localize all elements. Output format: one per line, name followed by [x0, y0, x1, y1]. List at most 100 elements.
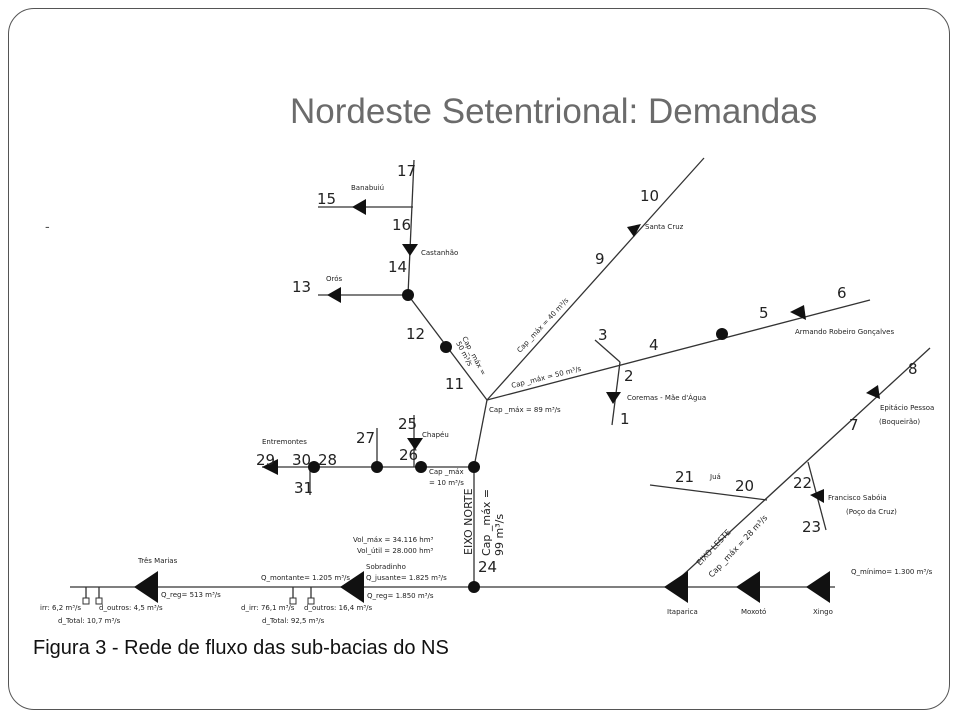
- reservoir-xingo-icon: [806, 571, 830, 603]
- reservoir-armando-icon: [790, 305, 806, 320]
- reservoir-castanhao-icon: [402, 244, 418, 256]
- reservoir-oros-icon: [327, 287, 341, 303]
- q-jusante: Q_jusante= 1.825 m³/s: [366, 574, 447, 582]
- node-11: 11: [445, 375, 464, 393]
- caption-text: - Rede de fluxo das sub-bacias do NS: [106, 637, 449, 659]
- node-4: 4: [649, 336, 659, 354]
- reservoir-santa-cruz-icon: [627, 224, 641, 237]
- junction-dot-30: [308, 461, 320, 473]
- node-15: 15: [317, 190, 336, 208]
- branch-3-line: [594, 339, 621, 363]
- label-xingo: Xingo: [813, 608, 833, 616]
- node-27: 27: [356, 429, 375, 447]
- label-francisco: Francisco Sabóia: [828, 494, 887, 502]
- reservoir-coremas-icon: [606, 392, 621, 404]
- node-24: 24: [478, 558, 497, 576]
- label-oros: Orós: [326, 275, 343, 283]
- reservoir-tres-marias-icon: [134, 571, 158, 603]
- reservoir-chapeu-icon: [407, 438, 423, 450]
- eixo-leste-line: [669, 347, 931, 588]
- node-22: 22: [793, 474, 812, 492]
- reservoir-sobradinho-icon: [340, 571, 364, 603]
- branch-14-17-line: [407, 159, 415, 296]
- reservoir-itaparica-icon: [664, 571, 688, 603]
- junction-dot-26: [415, 461, 427, 473]
- demand-box-b1: [289, 597, 297, 605]
- node-31: 31: [294, 479, 313, 497]
- label-tres-marias: Três Marias: [137, 557, 178, 565]
- slide-title: Nordeste Setentrional: Demandas: [290, 92, 818, 131]
- branch-9-10-line: [486, 157, 705, 401]
- q-minimo: Q_mínimo= 1.300 m³/s: [851, 568, 933, 576]
- node-5: 5: [759, 304, 769, 322]
- demand-total-a: d_Total: 10,7 m³/s: [58, 617, 121, 625]
- reservoir-francisco-icon: [810, 489, 824, 503]
- node-3: 3: [598, 326, 608, 344]
- label-epitacio: Epitácio Pessoa: [880, 404, 934, 412]
- label-banabuiu: Banabuiú: [351, 184, 384, 192]
- demand-outros-a: d_outros: 4,5 m³/s: [99, 604, 163, 612]
- demand-irr-a: irr: 6,2 m³/s: [40, 604, 81, 612]
- cap-89: Cap _máx = 89 m³/s: [489, 406, 561, 414]
- junction-dot-4: [716, 328, 728, 340]
- node-13: 13: [292, 278, 311, 296]
- label-castanhao: Castanhão: [421, 249, 458, 257]
- node-7: 7: [849, 416, 859, 434]
- node-25: 25: [398, 415, 417, 433]
- demand-box-b2: [307, 597, 315, 605]
- q-reg-tres-marias: Q_reg= 513 m³/s: [161, 591, 221, 599]
- slide-frame: [8, 8, 950, 710]
- label-itaparica: Itaparica: [667, 608, 698, 616]
- eixo-norte-upper: [473, 399, 488, 468]
- node-16: 16: [392, 216, 411, 234]
- reservoir-moxoto-icon: [736, 571, 760, 603]
- label-poco: (Poço da Cruz): [846, 508, 897, 516]
- cap-10-line1: Cap _máx: [429, 468, 464, 476]
- reservoir-entremontes-icon: [262, 459, 278, 475]
- junction-dot-12: [440, 341, 452, 353]
- cap-10-line2: = 10 m³/s: [429, 479, 464, 487]
- demand-irr-b: d_irr: 76,1 m³/s: [241, 604, 295, 612]
- branch-4-6-line: [486, 299, 871, 401]
- node-21: 21: [675, 468, 694, 486]
- label-moxoto: Moxotó: [741, 608, 766, 616]
- node-28: 28: [318, 451, 337, 469]
- node-30: 30: [292, 451, 311, 469]
- node-20: 20: [735, 477, 754, 495]
- branch-20-21-line: [649, 484, 768, 501]
- demand-outros-b: d_outros: 16,4 m³/s: [304, 604, 372, 612]
- vol-max: Vol_máx = 34.116 hm³: [353, 536, 434, 544]
- junction-dot-eixo-norte: [468, 461, 480, 473]
- node-8: 8: [908, 360, 918, 378]
- junction-dot-27: [371, 461, 383, 473]
- label-entremontes: Entremontes: [262, 438, 307, 446]
- vol-util: Vol_útil = 28.000 hm³: [357, 547, 433, 555]
- bullet-dash: -: [45, 218, 50, 234]
- junction-dot-24: [468, 581, 480, 593]
- node-2: 2: [624, 367, 634, 385]
- node-26: 26: [399, 446, 418, 464]
- node-1: 1: [620, 410, 630, 428]
- cap-40: Cap _máx = 40 m³/s: [516, 296, 571, 354]
- label-coremas: Coremas - Mãe d'Água: [627, 393, 706, 402]
- node-23: 23: [802, 518, 821, 536]
- demand-box-a2: [95, 597, 103, 605]
- node-17: 17: [397, 162, 416, 180]
- node-29: 29: [256, 451, 275, 469]
- junction-dot-14: [402, 289, 414, 301]
- cap-99-line1: Cap _máx =: [480, 489, 493, 556]
- caption-label: Figura 3: [33, 637, 107, 659]
- reservoir-banabuiu-icon: [352, 199, 366, 215]
- q-montante: Q_montante= 1.205 m³/s: [261, 574, 350, 582]
- label-jua: Juá: [709, 473, 721, 481]
- demand-total-b: d_Total: 92,5 m³/s: [262, 617, 325, 625]
- label-santa-cruz: Santa Cruz: [645, 223, 684, 231]
- node-9: 9: [595, 250, 605, 268]
- cap-99-line2: 99 m³/s: [493, 514, 506, 556]
- label-chapeu: Chapéu: [422, 431, 449, 439]
- node-14: 14: [388, 258, 407, 276]
- label-armando: Armando Robeiro Gonçalves: [795, 328, 894, 336]
- reservoir-epitacio-icon: [866, 385, 880, 399]
- figure-caption: Figura 3 - Rede de fluxo das sub-bacias …: [33, 637, 449, 660]
